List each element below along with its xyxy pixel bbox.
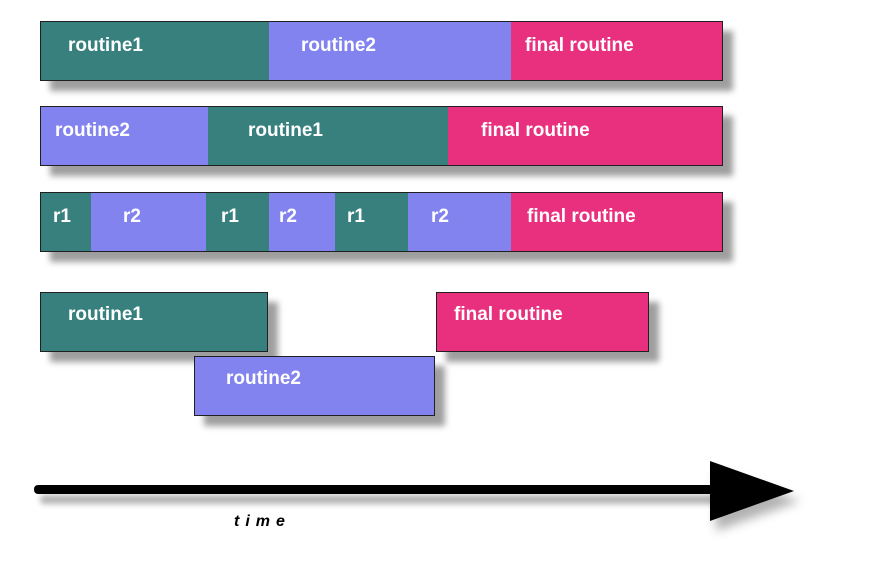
parallel-routine1-block: routine1: [40, 292, 268, 352]
row3-final-routine-segment: final routine: [511, 193, 722, 251]
row2-final-routine-segment: final routine: [448, 107, 722, 165]
sequential-row-1: routine1 routine2 final routine: [40, 21, 723, 81]
row1-final-routine-segment: final routine: [511, 22, 722, 80]
interleaved-row: r1 r2 r1 r2 r1 r2 final routine: [40, 192, 723, 252]
time-axis-label: time: [234, 513, 291, 530]
parallel-routine2-block: routine2: [194, 356, 435, 416]
row2-routine2-segment: routine2: [41, 107, 208, 165]
row3-r2-segment-a: r2: [91, 193, 206, 251]
arrow-right-icon: [710, 461, 794, 521]
sequential-row-2: routine2 routine1 final routine: [40, 106, 723, 166]
row3-r1-segment-c: r1: [335, 193, 408, 251]
row3-r1-segment-a: r1: [41, 193, 91, 251]
row3-r2-segment-b: r2: [269, 193, 335, 251]
row3-r2-segment-c: r2: [408, 193, 511, 251]
row1-routine2-segment: routine2: [269, 22, 511, 80]
time-axis-line: [34, 485, 724, 494]
row2-routine1-segment: routine1: [208, 107, 448, 165]
row3-r1-segment-b: r1: [206, 193, 269, 251]
row1-routine1-segment: routine1: [41, 22, 269, 80]
parallel-final-routine-block: final routine: [436, 292, 649, 352]
